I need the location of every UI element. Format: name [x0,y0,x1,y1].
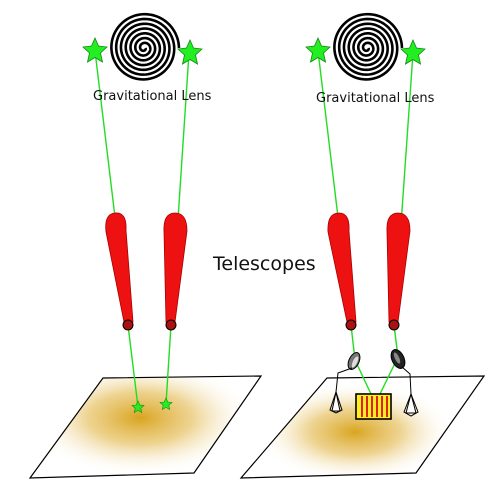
left-gravitational-lens-label: Gravitational Lens [93,89,212,104]
left-source-star-b [177,39,203,65]
right-source-star-b [400,39,426,65]
left-gravitational-lens-spiral [110,12,181,81]
right-telescope-1 [327,212,357,331]
left-observation-plane [28,375,263,479]
telescopes-label: Telescopes [213,253,316,275]
right-telescope-2 [386,212,411,331]
right-gravitational-lens-spiral [333,12,404,81]
right-gravitational-lens-label: Gravitational Lens [316,91,435,106]
left-panel [28,12,263,479]
right-mirror-1 [347,352,361,370]
right-mirror-2 [390,349,406,369]
left-telescope-2 [163,212,188,331]
right-observation-plane [239,375,486,479]
right-detector [355,393,392,420]
left-telescope-1 [105,212,134,331]
left-source-star-a [82,37,108,63]
left-image-star-a [131,400,145,414]
right-source-star-a [305,37,331,63]
right-mirror-supports [329,366,419,417]
left-image-star-b [159,397,173,411]
